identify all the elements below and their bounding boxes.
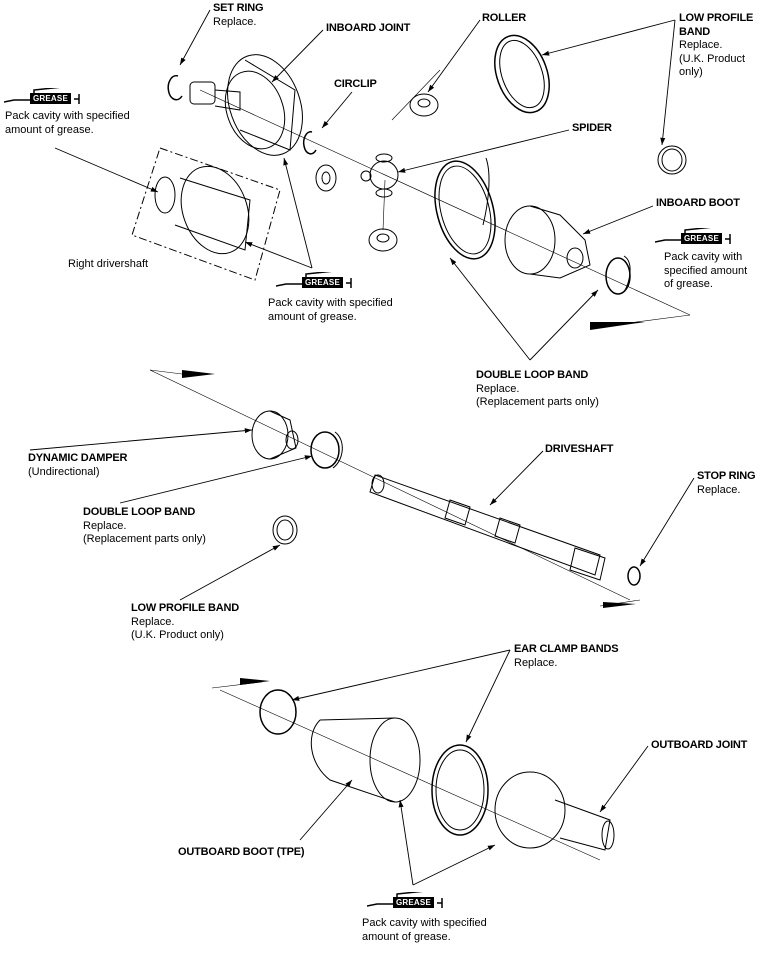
outboard-boot-label: OUTBOARD BOOT (TPE) [178, 846, 305, 858]
inboard-joint-part [189, 54, 303, 156]
set-ring-part [167, 74, 183, 101]
outboard-joint-part [494, 771, 615, 851]
driveshaft-part [369, 474, 606, 581]
stop-ring-label: STOP RING Replace. [697, 470, 756, 496]
right-driveshaft-label: Right drivershaft [68, 258, 149, 270]
ear-clamp-band-part [431, 744, 489, 836]
spider-part [360, 153, 399, 198]
grease-icon: GREASE [367, 892, 447, 910]
low-profile-band-part [494, 34, 550, 114]
roller-part [368, 228, 398, 252]
grease-note-bottom: Pack cavity with specified amount of gre… [362, 917, 487, 943]
double-loop-band-top-label: DOUBLE LOOP BAND Replace. (Replacement p… [476, 369, 599, 408]
grease-note-middle: Pack cavity with specified amount of gre… [268, 297, 393, 323]
ear-clamp-band-part [259, 689, 297, 735]
double-loop-band-mid-label: DOUBLE LOOP BAND Replace. (Replacement p… [83, 506, 206, 545]
roller-part [315, 164, 337, 192]
low-profile-band-part [272, 515, 298, 545]
low-profile-band-top-label: LOW PROFILE BAND Replace. (U.K. Product … [679, 12, 754, 78]
set-ring-label: SET RING Replace. [213, 2, 264, 28]
inboard-axis-line [199, 89, 691, 316]
grease-note-left: Pack cavity with specified amount of gre… [5, 110, 130, 136]
roller-label: ROLLER [482, 12, 527, 24]
outboard-axis-line [219, 689, 601, 861]
grease-icon: GREASE [655, 228, 735, 246]
leader-lines [29, 9, 695, 886]
outboard-boot-part [310, 717, 421, 803]
double-loop-band-part [310, 431, 340, 469]
right-driveshaft-joint-part [131, 147, 281, 281]
stop-ring-part [627, 566, 641, 586]
grease-icon: GREASE [276, 272, 356, 290]
low-profile-band-mid-label: LOW PROFILE BAND Replace. (U.K. Product … [131, 602, 240, 641]
dynamic-damper-label: DYNAMIC DAMPER (Undirectional) [28, 452, 128, 478]
inboard-boot-part [504, 205, 591, 279]
dynamic-damper-part [251, 410, 299, 460]
outboard-joint-label: OUTBOARD JOINT [651, 739, 748, 751]
double-loop-band-part [605, 257, 631, 295]
ear-clamp-bands-label: EAR CLAMP BANDS Replace. [514, 643, 619, 669]
grease-icon: GREASE [4, 88, 84, 106]
roller-part [409, 93, 439, 117]
grease-note-right: Pack cavity with specified amount of gre… [664, 251, 748, 290]
inboard-joint-label: INBOARD JOINT [326, 22, 411, 34]
inboard-boot-label: INBOARD BOOT [656, 197, 740, 209]
circlip-part [302, 131, 317, 155]
driveshaft-label: DRIVESHAFT [545, 443, 614, 455]
low-profile-band-part [657, 145, 687, 175]
double-loop-band-part [434, 160, 496, 260]
spider-label: SPIDER [572, 122, 612, 134]
shaft-axis-line [149, 369, 631, 601]
circlip-label: CIRCLIP [334, 78, 377, 90]
